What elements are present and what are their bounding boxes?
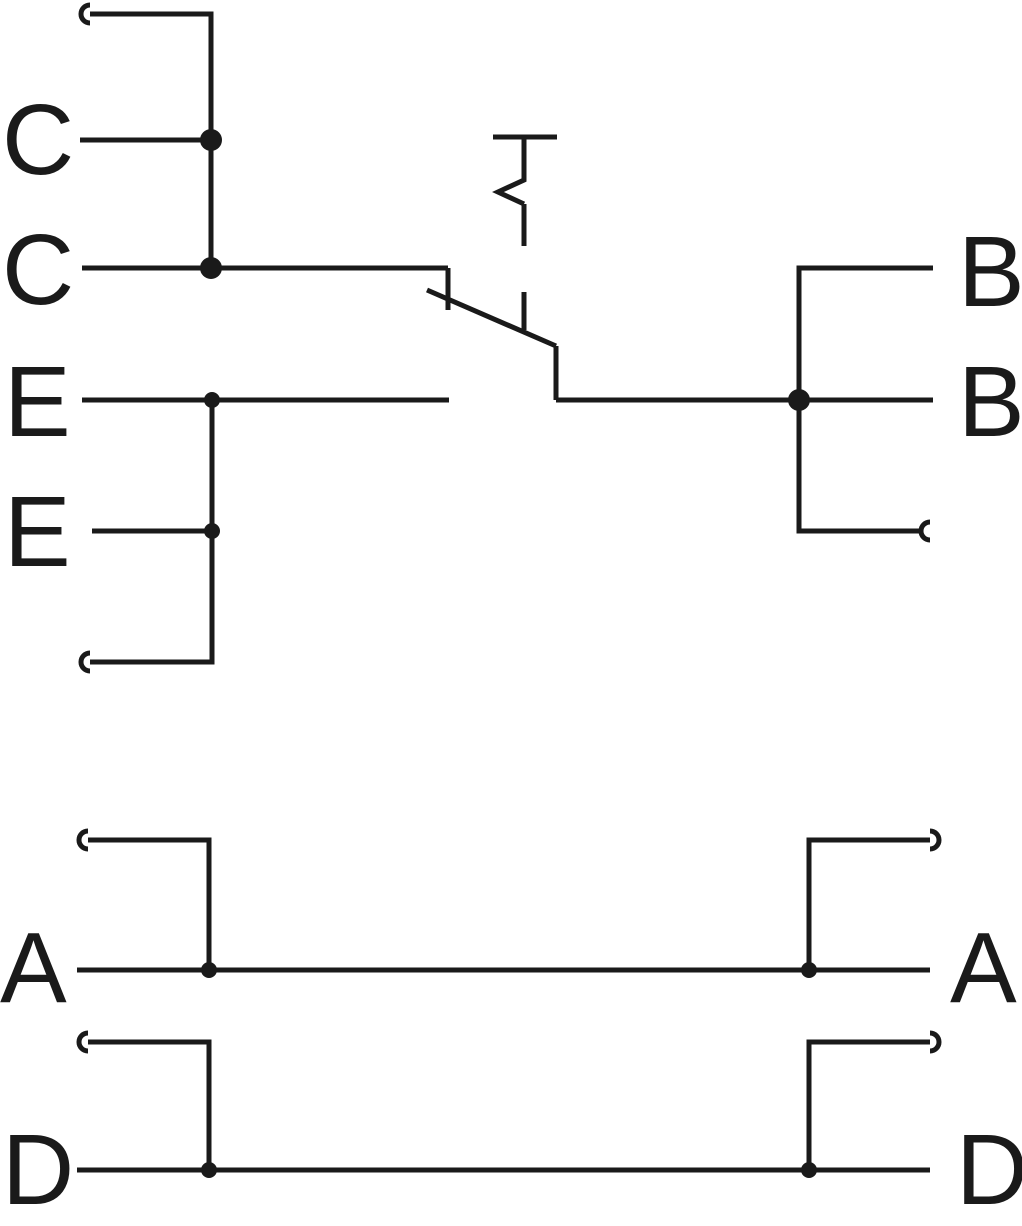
label-d-right: D bbox=[956, 1114, 1022, 1226]
d-right-terminal bbox=[929, 1030, 942, 1054]
d-network bbox=[76, 1030, 942, 1178]
label-c-1: C bbox=[2, 84, 75, 196]
d-right-wire bbox=[806, 1039, 930, 1170]
e1-junction-dot bbox=[204, 392, 220, 408]
b-bottom-terminal bbox=[918, 519, 931, 543]
wiring-schematic bbox=[76, 2, 942, 1178]
c2-junction-dot bbox=[200, 257, 222, 279]
c-network bbox=[78, 2, 451, 310]
a-left-junction-dot bbox=[201, 962, 217, 978]
c-top-terminal bbox=[78, 2, 91, 26]
d-left-wire bbox=[88, 1039, 212, 1170]
label-b-2: B bbox=[958, 346, 1022, 458]
actuator-spring bbox=[492, 137, 527, 207]
d-left-terminal bbox=[76, 1030, 89, 1054]
a-network bbox=[76, 828, 942, 978]
label-b-1: B bbox=[958, 216, 1022, 328]
c-top-wire bbox=[90, 11, 214, 268]
e-bottom-wire bbox=[90, 400, 215, 665]
e-bottom-terminal bbox=[78, 650, 91, 674]
switch-blade bbox=[426, 287, 557, 349]
c1-junction-dot bbox=[200, 129, 222, 151]
label-e-1: E bbox=[4, 346, 71, 458]
label-c-2: C bbox=[2, 214, 75, 326]
a-right-junction-dot bbox=[801, 962, 817, 978]
a-right-terminal bbox=[929, 828, 942, 852]
switch-actuator bbox=[426, 134, 559, 400]
e2-junction-dot bbox=[204, 523, 220, 539]
b-network bbox=[556, 265, 933, 543]
d-left-junction-dot bbox=[201, 1162, 217, 1178]
a-left-terminal bbox=[76, 828, 89, 852]
label-a-left: A bbox=[0, 912, 67, 1024]
label-a-right: A bbox=[950, 912, 1017, 1024]
b-junction-dot bbox=[788, 389, 810, 411]
a-right-wire bbox=[806, 837, 930, 970]
d-right-junction-dot bbox=[801, 1162, 817, 1178]
label-d-left: D bbox=[2, 1114, 75, 1226]
e-network bbox=[78, 392, 449, 674]
a-left-wire bbox=[88, 837, 212, 970]
label-e-2: E bbox=[4, 476, 71, 588]
